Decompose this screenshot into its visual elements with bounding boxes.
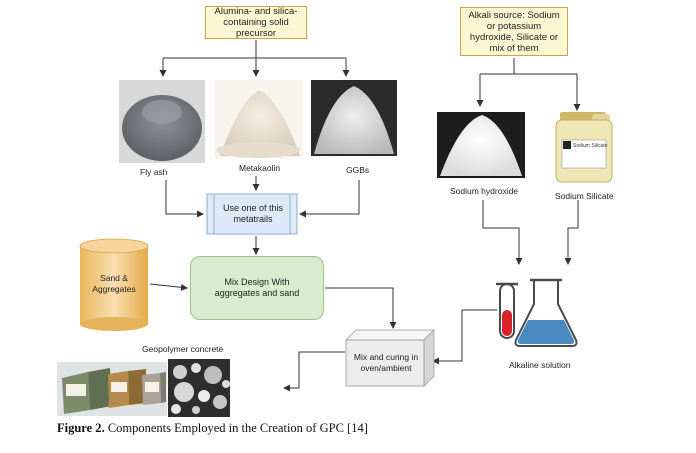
mix-design-box-text: Mix Design With aggregates and sand [214, 277, 300, 298]
figure-caption: Figure 2. Components Employed in the Cre… [57, 421, 368, 436]
sand-aggregates-text: Sand & Aggregates [92, 273, 136, 294]
figure-caption-prefix: Figure 2. [57, 421, 105, 435]
precursor-box-text: Alumina- and silica-containing solid pre… [214, 6, 298, 39]
ggbs-label: GGBs [346, 165, 370, 175]
mix-curing-box-text: Mix and curing in oven/ambient [353, 352, 419, 373]
sodium-hydroxide-label: Sodium hydroxide [450, 186, 519, 196]
mix-curing-box: Mix and curing in oven/ambient [350, 344, 422, 382]
alkali-source-box: Alkali source: Sodium or potassium hydro… [460, 7, 568, 56]
alkaline-solution-label: Alkaline solution [509, 360, 571, 370]
silicate-bottle-label: Sodium Silicate [573, 143, 608, 149]
mix-design-box: Mix Design With aggregates and sand [190, 256, 324, 320]
alkali-source-box-text: Alkali source: Sodium or potassium hydro… [468, 9, 560, 54]
fly-ash-label: Fly ash [140, 167, 168, 177]
use-one-box-text: Use one of this metatrails [222, 203, 284, 224]
figure-caption-text: Components Employed in the Creation of G… [104, 421, 368, 435]
metakaolin-label: Metakaolin [239, 163, 281, 173]
geopolymer-concrete-label: Geopolymer concrete [142, 344, 224, 354]
precursor-box: Alumina- and silica-containing solid pre… [205, 6, 307, 39]
use-one-box: Use one of this metatrails [217, 199, 289, 229]
sodium-silicate-label: Sodium Silicate [555, 191, 614, 201]
